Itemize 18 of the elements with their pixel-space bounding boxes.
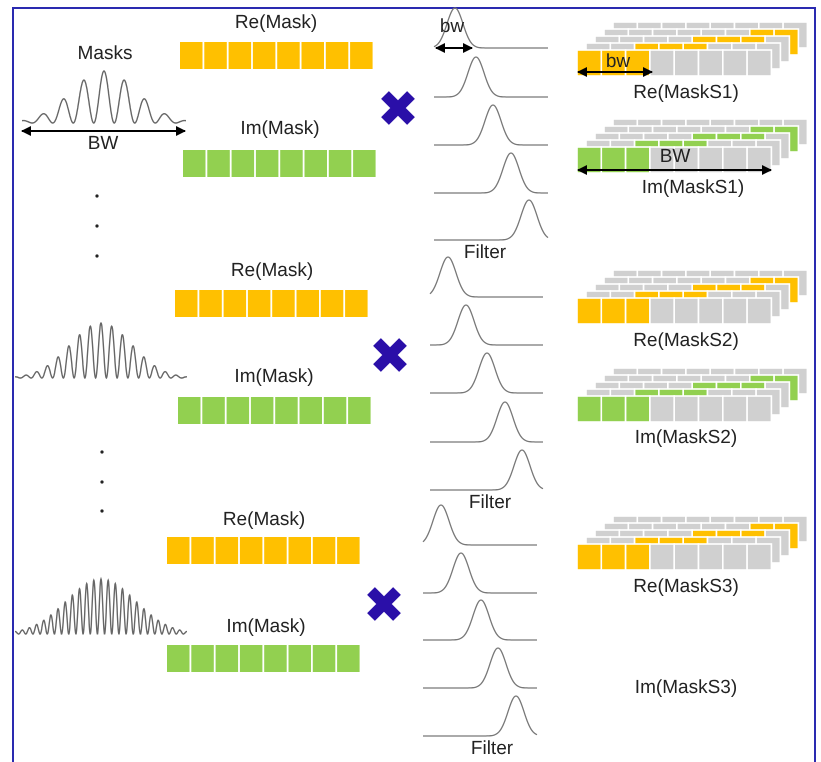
bar-label: Re(Mask): [234, 12, 318, 34]
bar-label: Im(Mask): [226, 616, 306, 638]
dimension-label: BW: [660, 146, 690, 168]
stack-label: Re(MaskS3): [633, 576, 739, 598]
stack-label: Im(MaskS1): [642, 177, 744, 199]
stack-label: Re(MaskS2): [633, 330, 739, 352]
dimension-label: BW: [88, 133, 118, 155]
filter-label: Filter: [468, 492, 512, 514]
bar-label: Im(Mask): [240, 118, 320, 140]
stack-label: Im(MaskS2): [634, 427, 738, 449]
bar-label: Re(Mask): [222, 509, 306, 531]
bar-label: Re(Mask): [230, 260, 314, 282]
stack-label: Im(MaskS3): [634, 677, 738, 699]
filter-label: Filter: [470, 738, 514, 760]
waveform-label: Masks: [78, 43, 132, 65]
filter-label: Filter: [464, 242, 506, 264]
stack-label: Re(MaskS1): [633, 82, 739, 104]
bar-label: Im(Mask): [234, 366, 314, 388]
